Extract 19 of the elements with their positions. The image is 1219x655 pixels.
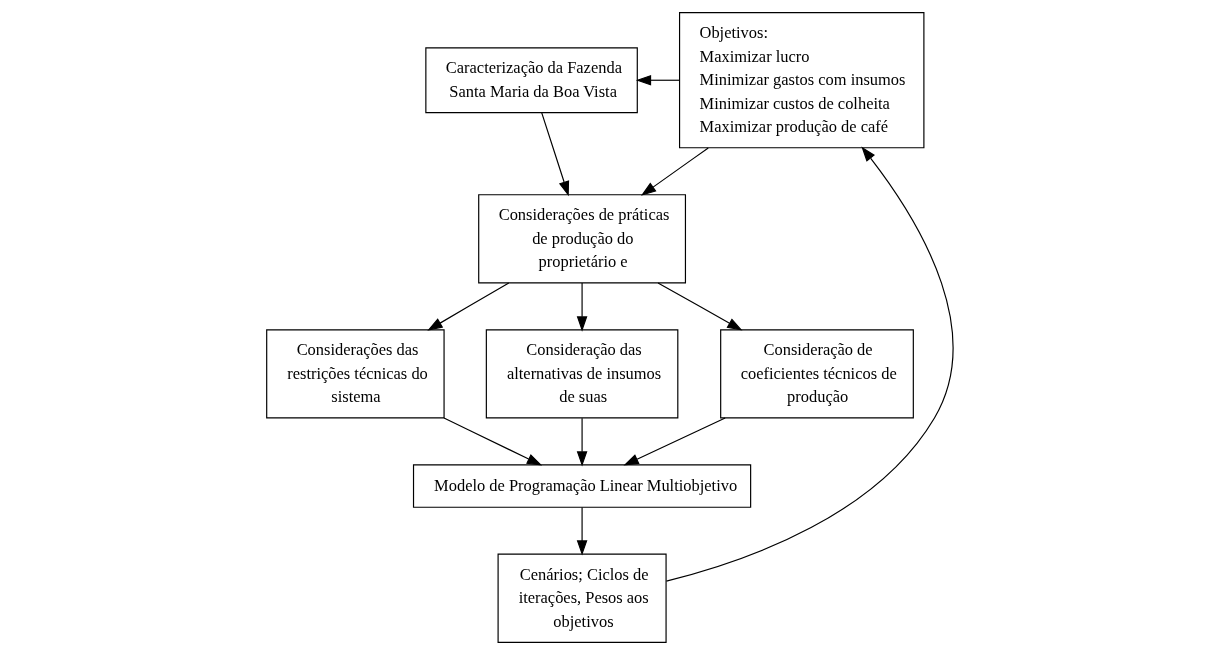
node-box: Modelo de Programação Linear Multiobjetivo [412,464,751,508]
arrow [640,147,709,196]
node-box: Caracterização da Fazenda Santa Maria da Boa Vista [424,47,638,114]
node-box: Consideração das alternativas de insumos de suas [485,329,678,419]
arrow [540,112,569,197]
node-box: Considerações das restrições técnicas do sistema [265,329,445,419]
arrow [665,146,954,582]
arrow [656,282,742,331]
arrow [442,417,542,466]
arrow [623,417,726,466]
arrow [426,282,509,331]
node-box: Cenários; Ciclos de iterações, Pesos aos objetivos [497,553,667,643]
arrow [576,417,587,467]
node-box: Considerações de práticas de produção do proprietário e [477,194,686,284]
arrow [576,282,587,332]
node-box: Objetivos: Maximizar lucro Minimizar gastos com insumos Minimizar custos de colheita Maximizar produção de café [678,12,924,149]
arrow [635,74,680,86]
arrow [576,506,587,556]
node-box: Consideração de coeficientes técnicos de produção [719,329,914,419]
